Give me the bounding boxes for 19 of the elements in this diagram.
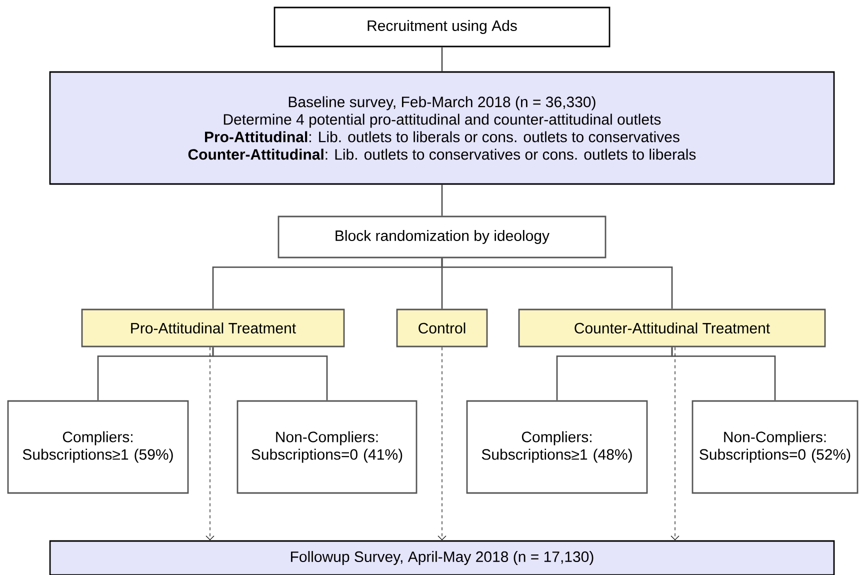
treatment-box: Control bbox=[396, 308, 488, 348]
treatment-box: Pro-Attitudinal Treatment bbox=[81, 308, 345, 348]
group-box: Non-Compliers: Subscriptions=0 (41%) bbox=[236, 400, 418, 494]
arrow bbox=[670, 346, 680, 540]
group-box: Compliers: Subscriptions≥1 (59%) bbox=[7, 400, 189, 494]
arrow bbox=[438, 346, 446, 540]
connector-line bbox=[441, 258, 673, 309]
connector-line bbox=[441, 184, 443, 216]
arrow bbox=[206, 346, 214, 540]
group-box: Compliers: Subscriptions≥1 (48%) bbox=[466, 400, 648, 494]
group-box: Non-Compliers: Subscriptions=0 (52%) bbox=[692, 400, 858, 494]
survey-box: Followup Survey, April-May 2018 (n = 17,130) bbox=[49, 540, 835, 575]
connector-line bbox=[212, 347, 328, 400]
randomization-box: Block randomization by ideology bbox=[278, 216, 606, 258]
survey-box: Baseline survey, Feb-March 2018 (n = 36,330) Determine 4 potential pro-attitudinal and counter-attitudinal outlets Pro-Attitudinal: Lib. outlets to liberals or cons. outlets to conservatives Counter-Attitudinal: Lib. outlets to conservatives or cons. outlets to liberals bbox=[49, 71, 835, 185]
connector-line bbox=[671, 347, 776, 400]
recruitment-box: Recruitment using Ads bbox=[274, 6, 610, 48]
treatment-box: Counter-Attitudinal Treatment bbox=[518, 308, 826, 348]
connector-line bbox=[441, 47, 443, 72]
